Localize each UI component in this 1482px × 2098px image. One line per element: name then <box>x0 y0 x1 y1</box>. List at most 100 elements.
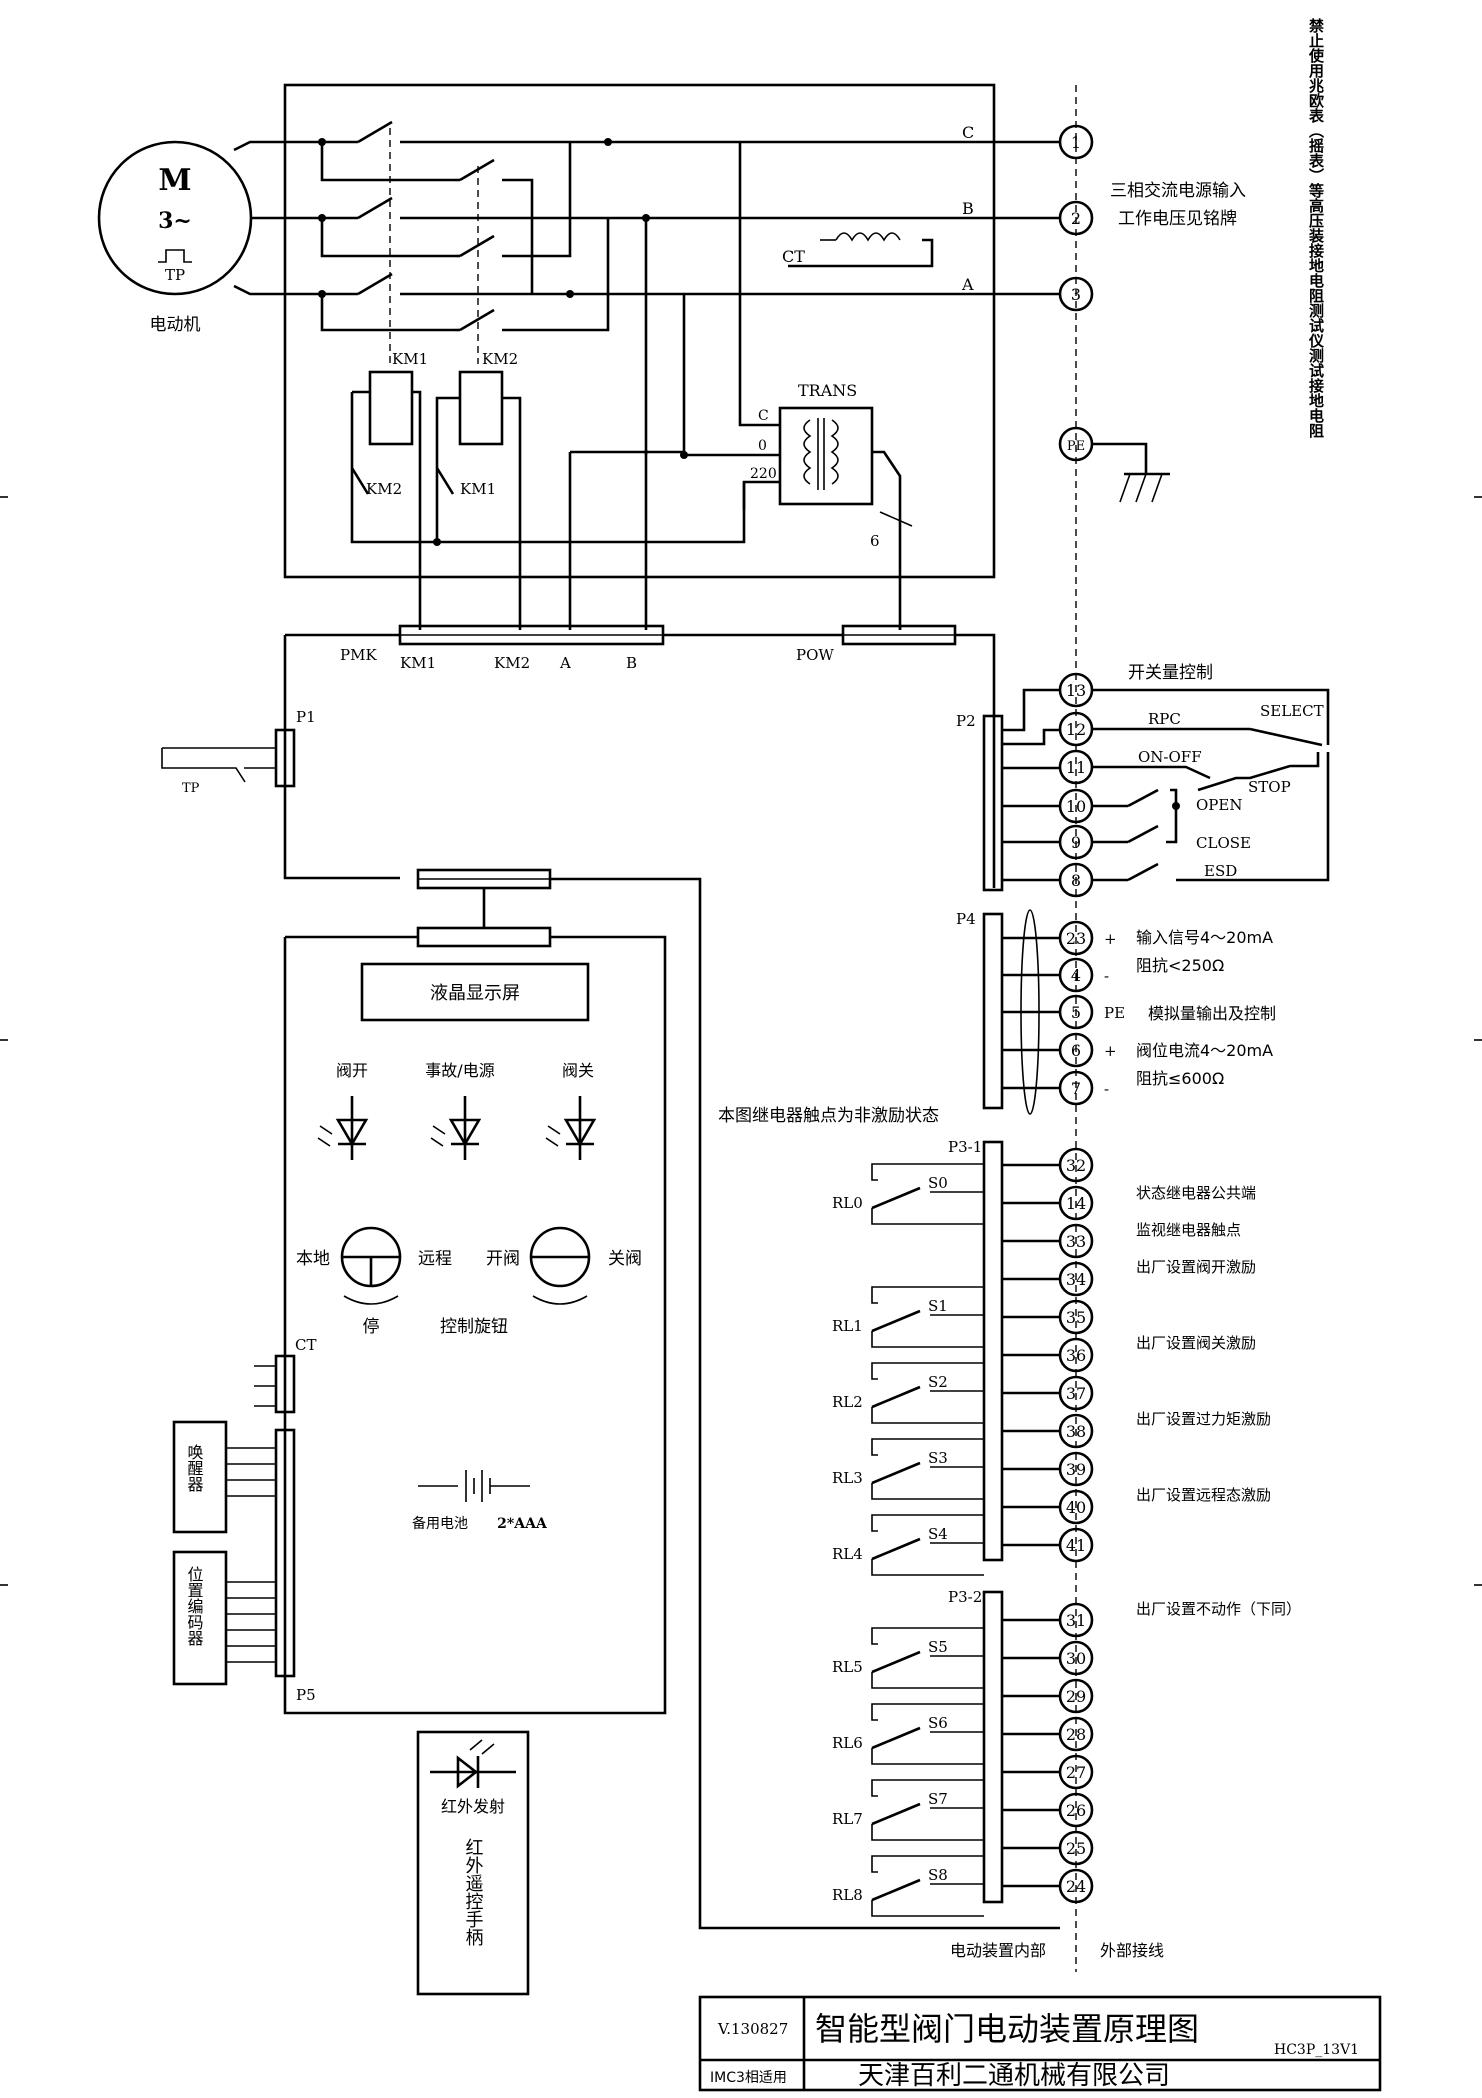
ground-icon <box>1092 442 1170 503</box>
terminal-5[interactable]: 5 <box>1058 994 1094 1030</box>
svg-text:P3-1: P3-1 <box>948 1138 982 1156</box>
svg-text:B: B <box>626 654 637 672</box>
terminal-36[interactable]: 36 <box>1058 1337 1094 1373</box>
terminal-6[interactable]: 6 <box>1058 1032 1094 1068</box>
analog-sign: - <box>1104 967 1109 985</box>
relay-switch-label: S4 <box>928 1525 948 1543</box>
terminal-31-label: 31 <box>1066 1611 1086 1630</box>
svg-text:KM1: KM1 <box>400 654 436 672</box>
svg-text:P4: P4 <box>956 910 976 928</box>
terminal-35[interactable]: 35 <box>1058 1299 1094 1335</box>
terminal-24[interactable]: 24 <box>1058 1868 1094 1904</box>
relay-label: RL3 <box>832 1469 863 1487</box>
svg-text:KM2: KM2 <box>366 480 402 498</box>
terminal-13-label: 13 <box>1066 681 1086 700</box>
terminal-14[interactable]: 14 <box>1058 1185 1094 1221</box>
relay-switch-label: S0 <box>928 1174 948 1192</box>
power-input-line1: 三相交流电源输入 <box>1110 181 1246 201</box>
desc-monitor: 监视继电器触点 <box>1136 1221 1241 1239</box>
terminal-27-label: 27 <box>1066 1763 1086 1782</box>
svg-text:KM2: KM2 <box>482 350 518 368</box>
terminal-31[interactable]: 31 <box>1058 1602 1094 1638</box>
remote-handle: 红外发射 红外遥控手柄 <box>416 1730 530 1996</box>
svg-text:OPEN: OPEN <box>1196 796 1242 814</box>
terminal-8[interactable]: 8 <box>1058 862 1094 898</box>
terminal-10[interactable]: 10 <box>1058 788 1094 824</box>
local-remote-knob[interactable]: 本地 远程 停 <box>296 1226 452 1337</box>
terminal-8-label: 8 <box>1071 871 1081 890</box>
label-internal: 电动装置内部 <box>950 1941 1046 1960</box>
terminal-29-label: 29 <box>1066 1687 1086 1706</box>
power-input-line2: 工作电压见铭牌 <box>1118 209 1237 229</box>
led-fault-icon <box>430 1096 482 1160</box>
terminal-12[interactable]: 12 <box>1058 711 1094 747</box>
transformer-trans: TRANS C 0 220 6 <box>742 381 913 630</box>
relay-label: RL5 <box>832 1658 863 1676</box>
terminal-32[interactable]: 32 <box>1058 1147 1094 1183</box>
led-open-label: 阀开 <box>336 1061 368 1080</box>
terminal-13[interactable]: 13 <box>1058 672 1094 708</box>
tb-version: V.130827 <box>717 2020 788 2038</box>
terminal-41[interactable]: 41 <box>1058 1527 1094 1563</box>
analog-sign: + <box>1104 1042 1117 1060</box>
svg-text:6: 6 <box>870 532 880 550</box>
phase-b-label: B <box>962 199 974 218</box>
terminal-28[interactable]: 28 <box>1058 1716 1094 1752</box>
terminal-34[interactable]: 34 <box>1058 1261 1094 1297</box>
terminal-9[interactable]: 9 <box>1058 824 1094 860</box>
svg-text:TP: TP <box>182 781 200 796</box>
svg-text:RPC: RPC <box>1148 710 1181 728</box>
motor-phase: 3~ <box>158 208 192 234</box>
terminal-26[interactable]: 26 <box>1058 1792 1094 1828</box>
open-close-knob[interactable]: 开阀 关阀 <box>486 1226 642 1305</box>
connector-p3-2 <box>982 1590 1004 1904</box>
terminal-7[interactable]: 7 <box>1058 1070 1094 1106</box>
terminal-27[interactable]: 27 <box>1058 1754 1094 1790</box>
terminal-23[interactable]: 23 <box>1058 920 1094 956</box>
terminal-37[interactable]: 37 <box>1058 1375 1094 1411</box>
terminal-4[interactable]: 4 <box>1058 957 1094 993</box>
terminal-11[interactable]: 11 <box>1058 749 1094 785</box>
terminal-25-label: 25 <box>1066 1839 1086 1858</box>
tb-title: 智能型阀门电动装置原理图 <box>815 2010 1199 2048</box>
svg-text:关阀: 关阀 <box>608 1249 642 1269</box>
motor-tp: TP <box>165 266 185 284</box>
terminal-28-label: 28 <box>1066 1725 1086 1744</box>
relay-switch-label: S8 <box>928 1866 948 1884</box>
tb-applies: IMC3相适用 <box>710 2070 787 2086</box>
desc-close: 出厂设置阀关激励 <box>1136 1334 1256 1352</box>
terminal-26-label: 26 <box>1066 1801 1086 1820</box>
terminal-24-label: 24 <box>1066 1877 1086 1896</box>
terminal-9-label: 9 <box>1071 833 1081 852</box>
power-terminals[interactable]: 1 2 3 PE <box>1058 124 1094 462</box>
svg-text:CT: CT <box>782 247 805 266</box>
coil-km2: KM2 <box>458 350 518 446</box>
terminal-35-label: 35 <box>1066 1308 1086 1327</box>
terminal-14-label: 14 <box>1066 1194 1086 1213</box>
led-fault-label: 事故/电源 <box>425 1061 494 1080</box>
lcd-screen <box>360 962 590 1022</box>
terminal-38[interactable]: 38 <box>1058 1413 1094 1449</box>
terminal-40[interactable]: 40 <box>1058 1489 1094 1525</box>
relay-label: RL2 <box>832 1393 863 1411</box>
terminal-29[interactable]: 29 <box>1058 1678 1094 1714</box>
encoder-module: 位置编码器 <box>172 1550 276 1686</box>
terminal-33[interactable]: 33 <box>1058 1223 1094 1259</box>
terminal-25[interactable]: 25 <box>1058 1830 1094 1866</box>
terminal-30[interactable]: 30 <box>1058 1640 1094 1676</box>
terminal-39[interactable]: 39 <box>1058 1451 1094 1487</box>
terminal-34-label: 34 <box>1066 1270 1086 1289</box>
main-board: PMK KM1 KM2 A B POW P1 TP <box>161 624 996 888</box>
svg-text:CT: CT <box>295 1336 316 1354</box>
terminal-38-label: 38 <box>1066 1422 1086 1441</box>
knob-label: 控制旋钮 <box>440 1317 508 1337</box>
relay-terminals-2[interactable]: 31 30 29 28 27 26 25 24 <box>1002 1602 1094 1904</box>
terminal-23-label: 23 <box>1066 929 1086 948</box>
